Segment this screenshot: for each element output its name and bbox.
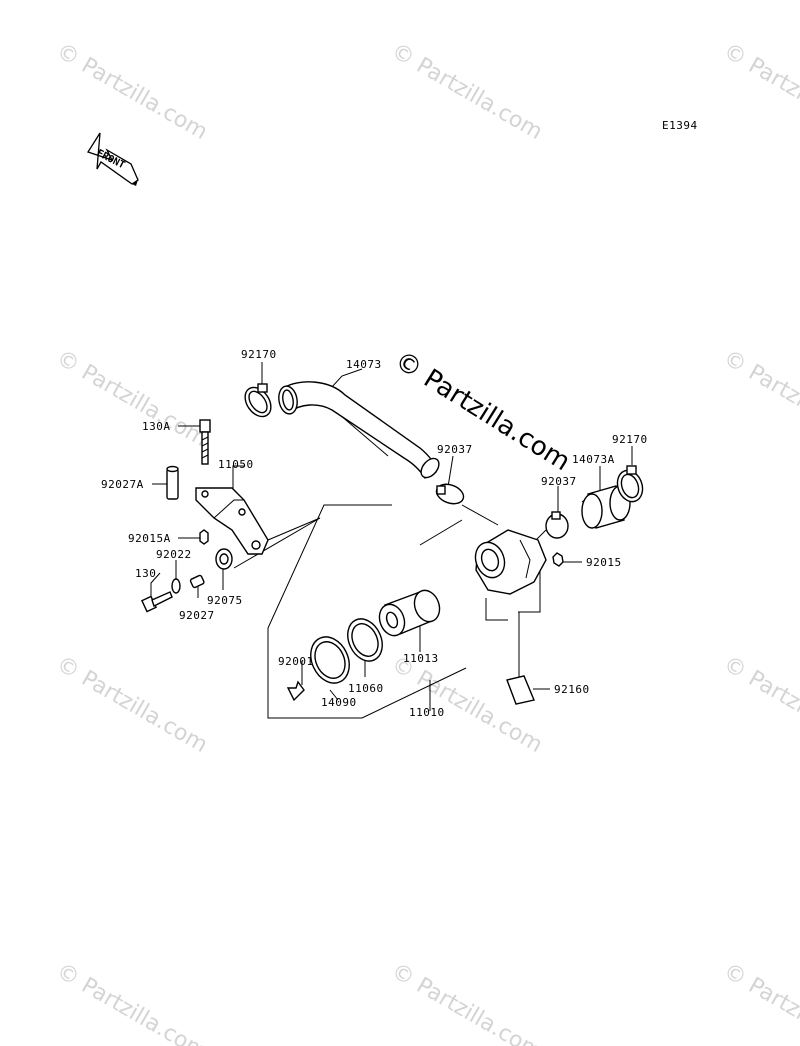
nut-92015-icon [552,552,564,567]
part-label: 130 [135,567,156,580]
part-label: 92027A [101,478,144,491]
bolt-130A-icon [199,419,211,465]
part-label: 11060 [348,682,384,695]
diagram-code: E1394 [662,119,698,132]
part-label: 11050 [218,458,254,471]
part-label: 92027 [179,609,215,622]
bolt-130-icon [141,591,173,613]
part-label: 92160 [554,683,590,696]
tube-92160-icon [506,675,535,705]
bracket-11050-icon [195,487,269,555]
part-label: 92022 [156,548,192,561]
part-label: 92075 [207,594,243,607]
intake-duct-14073-icon [278,381,440,479]
part-label: 11010 [409,706,445,719]
watermark: © Partzilla.com [387,959,547,1046]
watermark: © Partzilla.com [52,39,212,146]
collar-92027A-icon [166,465,179,500]
part-label: 92037 [541,475,577,488]
part-label: 92015A [128,532,171,545]
part-label: 92001 [278,655,314,668]
air-cleaner-housing-icon [474,529,547,595]
watermark: © Partzilla.com [52,959,212,1046]
part-label: 92037 [437,443,473,456]
part-label: 14073 [346,358,382,371]
watermark: © Partzilla.com [719,346,800,453]
clamp-92037-right-icon [545,511,569,539]
clamp-92037-top-icon [435,483,465,505]
filter-11013-icon [378,589,441,637]
part-92170-left-icon [244,383,272,418]
part-label: 130A [142,420,171,433]
clamp-92170-right-icon [616,465,644,503]
duct-14073A-icon [581,485,631,529]
part-label: 14090 [321,696,357,709]
cover-14090-icon [310,636,350,684]
watermark: © Partzilla.com [719,959,800,1046]
part-label: 92015 [586,556,622,569]
nut-92015A-icon [199,529,209,545]
watermark: © Partzilla.com [719,39,800,146]
front-arrow-icon: FRONT [87,132,141,186]
grommet-92075-icon [215,548,233,570]
watermark: © Partzilla.com [52,346,212,453]
watermark: © Partzilla.com [387,39,547,146]
watermark: © Partzilla.com [719,652,800,759]
part-label: 14073A [572,453,615,466]
part-labels: 92170 14073 130A 11050 92027A 92015A 920… [101,348,648,719]
watermark: © Partzilla.com [52,652,212,759]
part-label: 11013 [403,652,439,665]
watermark: © Partzilla.com [387,652,547,759]
gasket-11060-icon [347,618,383,662]
washer-92022-icon [171,578,181,594]
wing-nut-92001-icon [286,680,305,702]
part-label: 92170 [241,348,277,361]
part-label: 92170 [612,433,648,446]
collar-92027-icon [189,574,205,589]
